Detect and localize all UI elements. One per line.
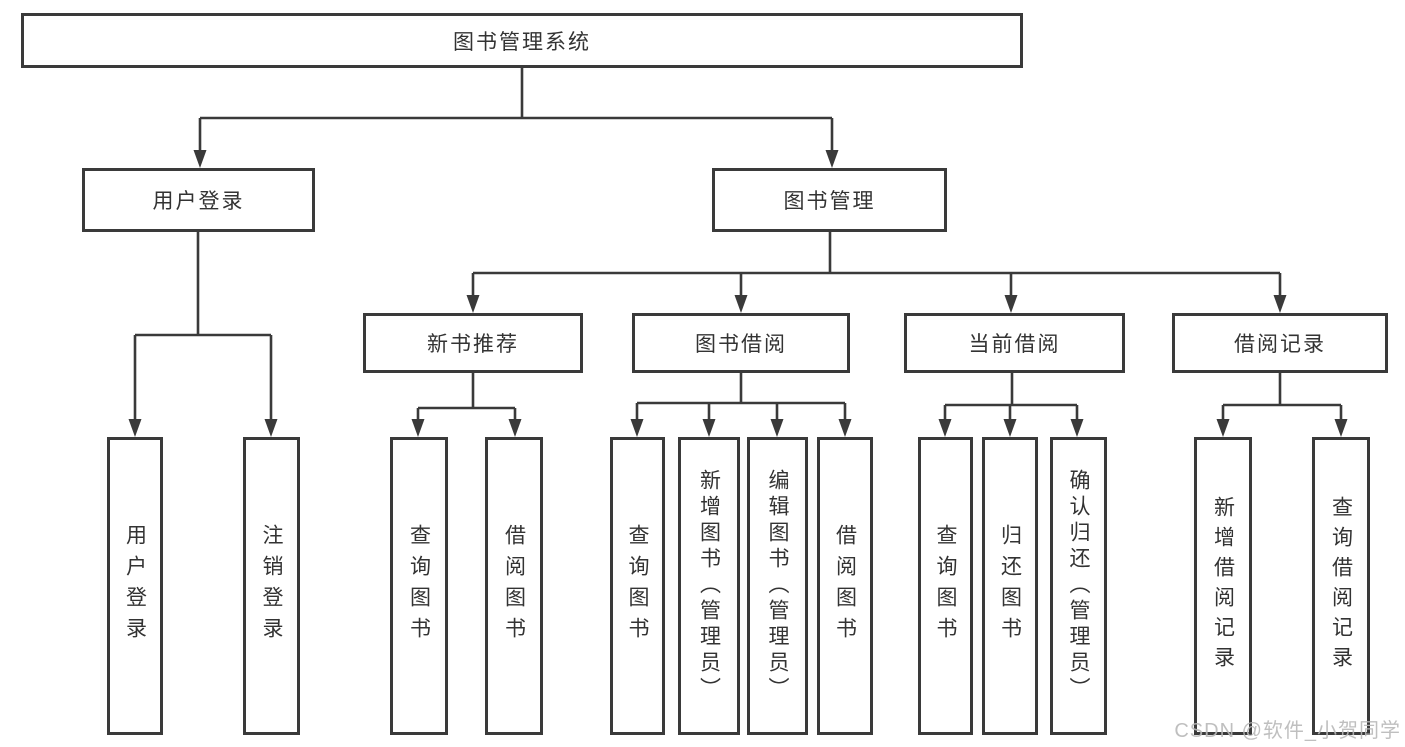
node-label: 用户登录 bbox=[152, 190, 245, 213]
node-label: 查询图书 bbox=[407, 524, 431, 648]
node-label: 查询图书 bbox=[626, 524, 649, 648]
node-borrow-record: 借阅记录 bbox=[1172, 313, 1388, 373]
node-label: 借阅图书 bbox=[833, 524, 857, 648]
node-leaf-edit-book-admin: 编辑图书（管理员） bbox=[747, 437, 808, 735]
connector-borrow-record-to-children bbox=[1216, 373, 1348, 437]
node-label: 归还图书 bbox=[998, 524, 1022, 648]
node-leaf-query-book-1: 查询图书 bbox=[390, 437, 448, 735]
node-label: 确认归还（管理员） bbox=[1067, 469, 1090, 703]
node-library-management-system: 图书管理系统 bbox=[21, 13, 1023, 68]
node-leaf-confirm-return-admin: 确认归还（管理员） bbox=[1050, 437, 1107, 735]
node-book-management: 图书管理 bbox=[712, 168, 947, 232]
node-leaf-user-login: 用户登录 bbox=[107, 437, 163, 735]
node-label: 查询借阅记录 bbox=[1329, 496, 1353, 676]
node-label: 新书推荐 bbox=[427, 333, 519, 356]
node-label: 新增图书（管理员） bbox=[697, 469, 721, 703]
node-label: 用户登录 bbox=[123, 524, 147, 648]
node-leaf-add-book-admin: 新增图书（管理员） bbox=[678, 437, 740, 735]
csdn-watermark: CSDN @软件_小贺同学 bbox=[1174, 720, 1401, 742]
node-current-borrow: 当前借阅 bbox=[904, 313, 1125, 373]
node-leaf-logout: 注销登录 bbox=[243, 437, 300, 735]
node-label: 查询图书 bbox=[934, 524, 957, 648]
node-book-borrow: 图书借阅 bbox=[632, 313, 850, 373]
node-label: 编辑图书（管理员） bbox=[766, 469, 789, 703]
node-leaf-query-borrow-record: 查询借阅记录 bbox=[1312, 437, 1370, 735]
node-new-book-recommend: 新书推荐 bbox=[363, 313, 583, 373]
connector-current-borrow-to-children bbox=[938, 373, 1084, 437]
node-label: 图书管理系统 bbox=[453, 30, 591, 54]
node-leaf-query-book-3: 查询图书 bbox=[918, 437, 973, 735]
node-leaf-query-book-2: 查询图书 bbox=[610, 437, 665, 735]
node-leaf-borrow-book-1: 借阅图书 bbox=[485, 437, 543, 735]
node-leaf-return-book: 归还图书 bbox=[982, 437, 1038, 735]
node-leaf-borrow-book-2: 借阅图书 bbox=[817, 437, 873, 735]
node-label: 图书借阅 bbox=[695, 333, 787, 356]
node-label: 当前借阅 bbox=[968, 333, 1061, 356]
connector-user-login-to-children bbox=[128, 232, 278, 437]
connector-new-book-to-children bbox=[411, 373, 522, 437]
node-label: 图书管理 bbox=[783, 190, 876, 213]
node-label: 借阅图书 bbox=[502, 524, 526, 648]
node-label: 借阅记录 bbox=[1234, 333, 1326, 356]
connector-book-mgmt-to-level3 bbox=[466, 232, 1287, 313]
node-user-login: 用户登录 bbox=[82, 168, 315, 232]
connector-book-borrow-to-children bbox=[630, 373, 852, 437]
node-label: 注销登录 bbox=[260, 524, 283, 648]
node-leaf-add-borrow-record: 新增借阅记录 bbox=[1194, 437, 1252, 735]
connector-root-to-level2 bbox=[193, 68, 839, 168]
node-label: 新增借阅记录 bbox=[1211, 496, 1235, 676]
